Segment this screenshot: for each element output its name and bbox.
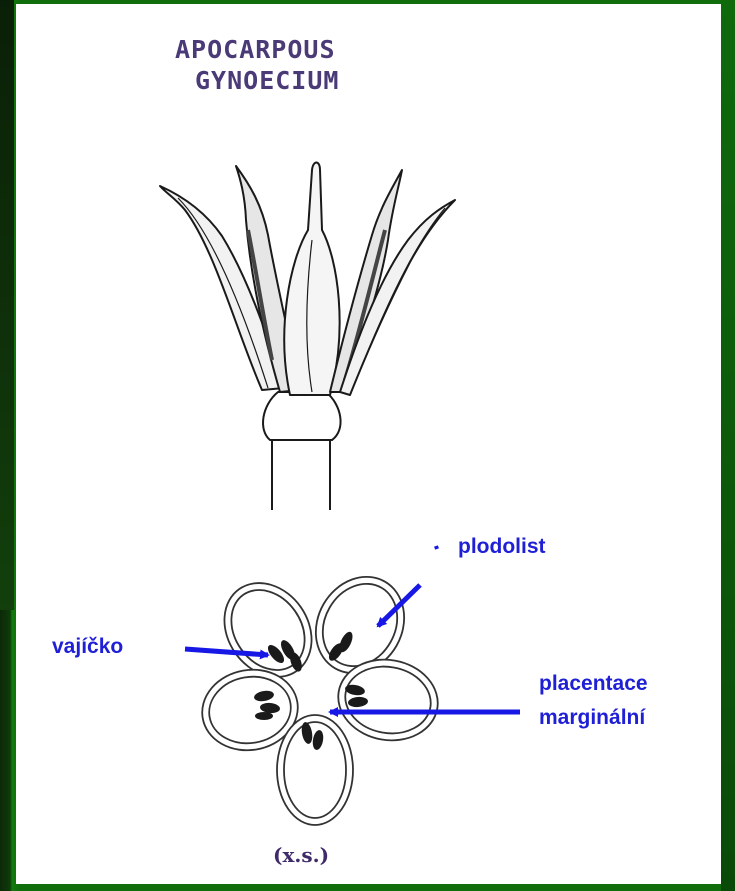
label-cross-section: (x.s.)	[273, 843, 329, 867]
label-placentace-line2: marginální	[539, 706, 645, 730]
label-placentace-line1: placentace	[539, 672, 648, 696]
flower-receptacle	[263, 392, 341, 440]
flower-stalk	[272, 432, 330, 510]
flower-side-view	[160, 163, 455, 511]
carpel-center	[284, 163, 339, 396]
label-vajicko: vajíčko	[52, 635, 123, 659]
label-plodolist: plodolist	[458, 535, 546, 559]
carpel-bottom	[277, 715, 353, 825]
